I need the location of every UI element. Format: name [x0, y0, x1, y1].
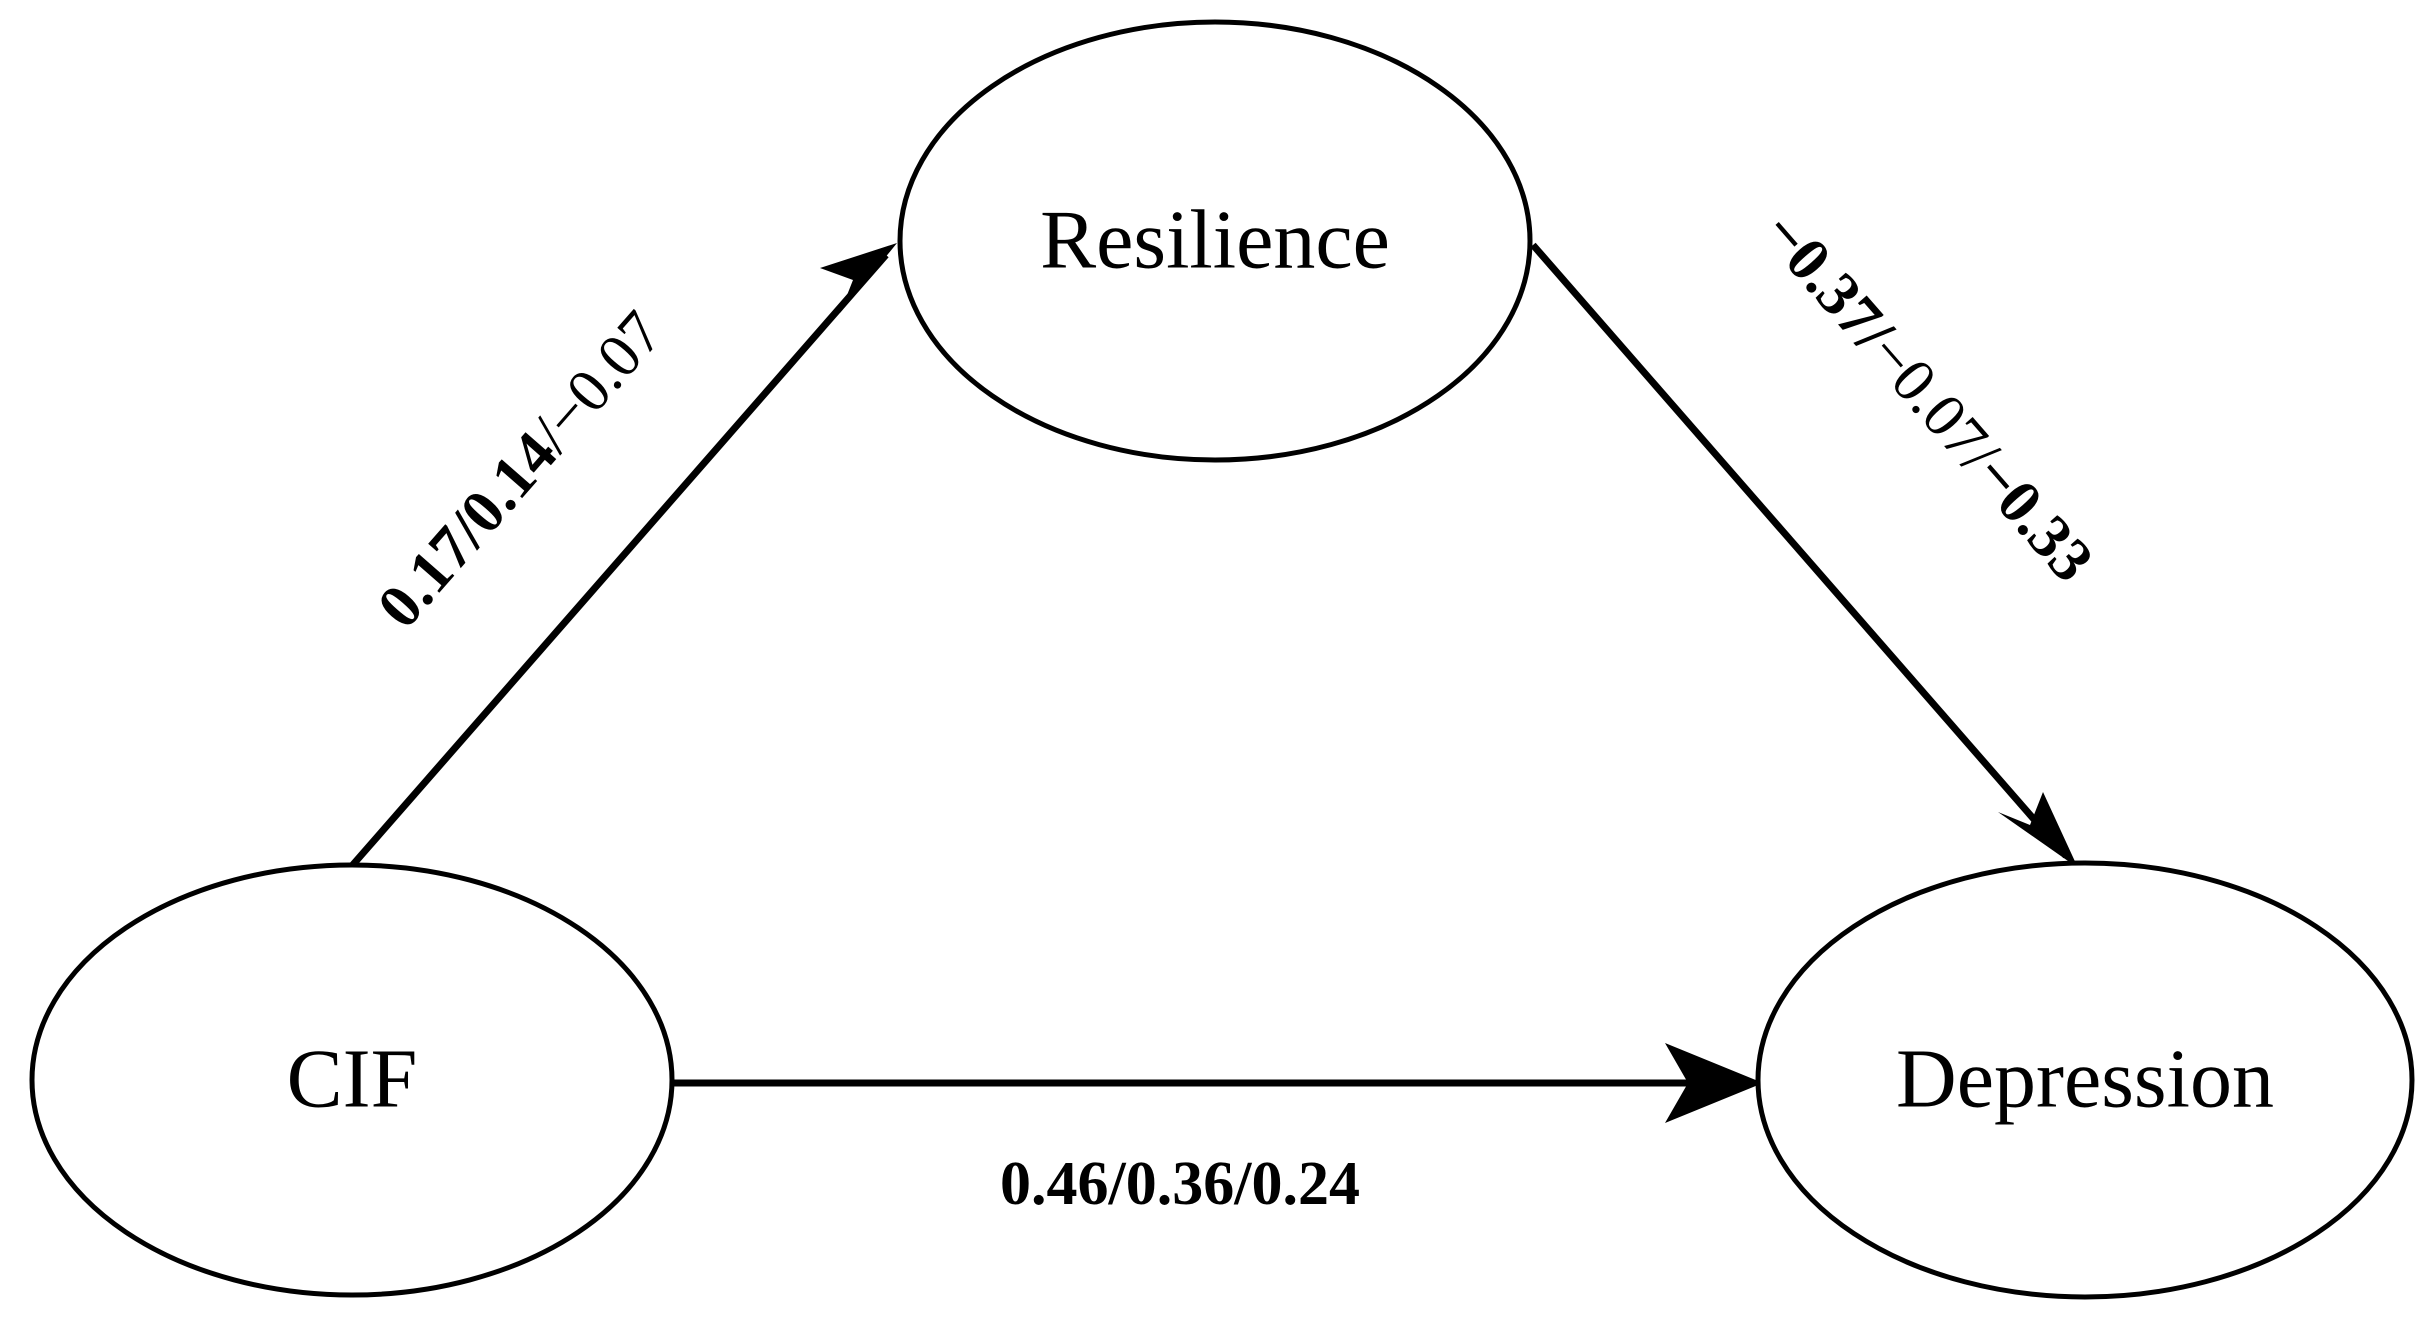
edge-label-group-resilience-depression: −0.37/−0.07/−0.33	[1749, 199, 2106, 595]
node-cif-label: CIF	[287, 1032, 418, 1125]
edge-label-group-cif-depression: 0.46/0.36/0.24	[1000, 1150, 1360, 1218]
edge-label-resilience-depression: −0.37/−0.07/−0.33	[1749, 199, 2106, 595]
edge-label-cif-resilience: 0.17/0.14/−0.07	[365, 299, 676, 641]
arrowhead-icon-cif-resilience	[820, 243, 897, 313]
node-depression-ellipse	[1755, 860, 2415, 1300]
edge-label-cif-depression: 0.46/0.36/0.24	[1000, 1150, 1360, 1218]
edge-line-resilience-depression	[1530, 242, 2069, 859]
node-resilience[interactable]: Resilience	[897, 19, 1533, 463]
edge-cif-to-resilience[interactable]	[347, 243, 897, 871]
edge-label-group-cif-resilience: 0.17/0.14/−0.07	[365, 299, 676, 641]
arrowhead-icon-resilience-depression	[1998, 792, 2078, 868]
node-resilience-label: Resilience	[1040, 193, 1390, 286]
edge-line-cif-resilience	[347, 252, 889, 871]
edge-resilience-to-depression[interactable]	[1530, 242, 2078, 868]
node-depression-label: Depression	[1896, 1032, 2274, 1125]
edge-cif-to-depression[interactable]	[674, 1043, 1763, 1123]
arrowhead-icon-cif-depression	[1665, 1043, 1763, 1123]
node-cif[interactable]: CIF	[29, 862, 675, 1298]
node-resilience-ellipse	[897, 19, 1533, 463]
node-depression[interactable]: Depression	[1755, 860, 2415, 1300]
node-cif-ellipse	[29, 862, 675, 1298]
